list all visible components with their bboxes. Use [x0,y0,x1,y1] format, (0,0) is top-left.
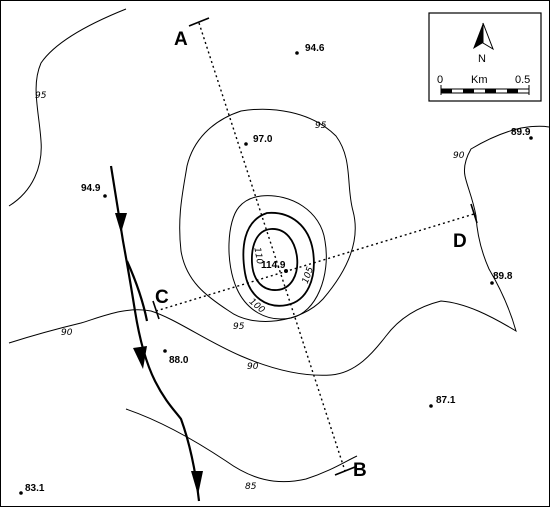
profile-label-d: D [453,231,467,252]
contour-label: 90 [247,362,259,372]
spot-height-label: 83.1 [25,483,45,494]
spot-height-dot [19,491,23,495]
contour-label: 95 [233,322,245,332]
contour-label: 85 [245,482,257,492]
profile-end-tick-b [334,466,356,476]
profile-label-c: C [155,287,169,308]
contour-label: 95 [35,91,47,101]
spot-height-label: 94.6 [305,43,325,54]
contour-label: 100 [247,297,267,316]
legend-box: N 0 Km 0.5 [428,12,542,102]
spot-height-label: 89.8 [493,271,513,282]
flow-arrow-icon [191,471,203,495]
contour-105 [242,212,315,307]
spot-height-label: 88.0 [169,355,189,366]
flow-arrow-icon [133,346,147,369]
spot-height-label: 97.0 [253,134,273,145]
profile-line-cd [155,213,475,312]
scale-start-label: 0 [437,74,443,86]
contour-110 [251,228,299,291]
spot-height-dot [284,269,288,273]
contour-90 [8,125,549,376]
profile-line-ab [198,22,346,472]
contour-label: 105 [301,265,316,285]
profile-end-tick-a [188,17,210,27]
spot-height-label: 114.9 [261,260,286,271]
spot-height-dot [103,194,107,198]
flow-arrow-icon [115,213,127,233]
contour-label: 110 [251,247,264,266]
north-arrow-icon [473,22,494,51]
scale-unit-label: Km [471,74,488,86]
profile-end-tick-d [470,203,478,224]
contour-85 [125,408,358,483]
contour-95-west [8,8,127,207]
contour-label: 90 [453,151,465,161]
profile-label-a: A [174,29,188,50]
spot-height-dot [429,404,433,408]
spot-height-label: 87.1 [436,395,456,406]
spot-height-label: 89.9 [511,127,531,138]
spot-height-label: 94.9 [81,183,101,194]
river-branch [125,260,149,322]
spot-height-dot [529,136,533,140]
scale-bar [440,85,530,95]
north-label: N [478,53,486,65]
scale-end-label: 0.5 [515,74,530,86]
profile-label-b: B [353,460,367,481]
profile-end-tick-c [152,300,160,320]
contour-label: 95 [315,121,327,131]
spot-height-dot [244,142,248,146]
contour-100 [228,195,327,320]
spot-height-dot [163,349,167,353]
spot-height-dot [295,51,299,55]
spot-height-dot [490,281,494,285]
contour-label: 90 [61,328,73,338]
